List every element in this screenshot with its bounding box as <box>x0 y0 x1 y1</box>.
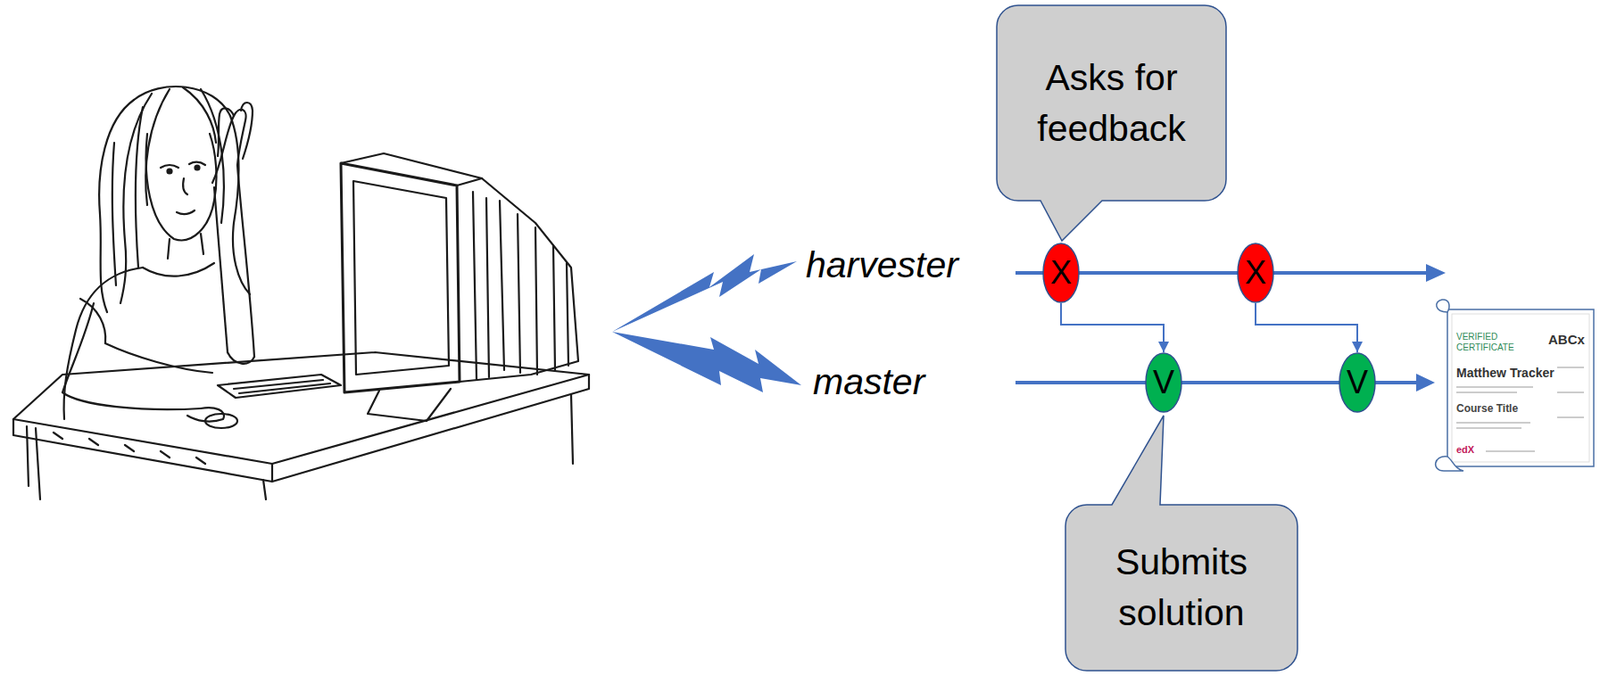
callout-box: Asks for feedback <box>996 5 1227 201</box>
callout-text: Submits solution <box>1074 537 1289 639</box>
channel-label: harvester <box>805 244 959 287</box>
certificate-heading: VERIFIED CERTIFICATE <box>1456 331 1533 353</box>
ellipse-shape <box>1043 243 1079 303</box>
timeline-arrowhead <box>1425 264 1446 282</box>
status-ellipse: V <box>1338 352 1377 414</box>
ellipse-shape <box>1237 243 1274 303</box>
certificate-brand: edX <box>1456 444 1475 456</box>
status-mark: V <box>1152 366 1175 399</box>
callout-text: Asks for feedback <box>1005 52 1218 154</box>
lightning-bolt <box>612 331 802 393</box>
certificate-name: Matthew Tracker <box>1456 365 1555 381</box>
callout-outline <box>996 5 1227 201</box>
callout-shape <box>996 5 1227 241</box>
callout-shape <box>1065 415 1298 672</box>
status-ellipse: V <box>1144 352 1183 414</box>
ellipse-shape <box>1339 353 1376 413</box>
woman-sketch <box>13 86 589 500</box>
certificate-course: Course Title <box>1456 403 1518 416</box>
feedback-arrow <box>1255 303 1358 353</box>
timeline-arrowhead <box>1416 373 1435 392</box>
certificate-logo: ABCx <box>1548 331 1585 348</box>
status-ellipse: X <box>1236 242 1275 304</box>
channel-label: master <box>812 361 925 404</box>
status-mark: X <box>1244 256 1267 290</box>
status-mark: X <box>1050 256 1072 290</box>
certificate-image <box>1435 299 1594 472</box>
callout-box: Submits solution <box>1065 505 1298 672</box>
ellipse-shape <box>1145 353 1182 413</box>
status-ellipse: X <box>1042 242 1080 304</box>
feedback-arrow <box>1061 303 1164 353</box>
callout-outline <box>1065 505 1298 672</box>
status-mark: V <box>1346 366 1368 399</box>
lightning-bolt <box>612 254 797 332</box>
